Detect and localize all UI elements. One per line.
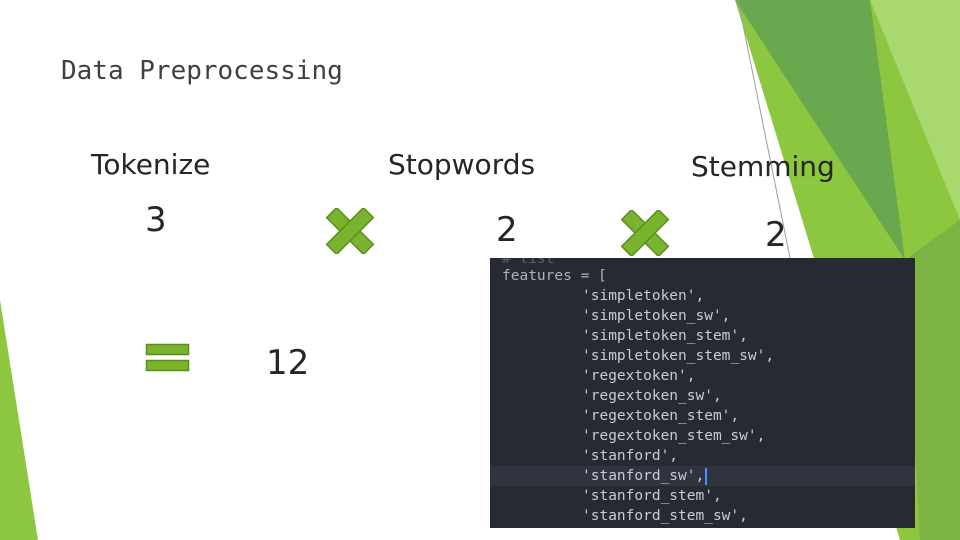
code-line: 'simpletoken_sw', <box>490 306 915 326</box>
code-line: 'stanford', <box>490 446 915 466</box>
code-line: 'simpletoken_stem_sw', <box>490 346 915 366</box>
feature-string: 'regextoken', <box>582 368 696 384</box>
text-cursor <box>705 467 708 485</box>
features-assignment: features = [ <box>502 268 607 284</box>
feature-string: 'stanford_stem', <box>582 488 722 504</box>
right-facet-lower <box>905 220 960 540</box>
multiply-icon <box>325 208 375 254</box>
code-line: 'stanford_stem', <box>490 486 915 506</box>
stopwords-count: 2 <box>496 210 518 250</box>
code-line: 'simpletoken_stem', <box>490 326 915 346</box>
feature-string: 'simpletoken_stem_sw', <box>582 348 775 364</box>
tokenize-count: 3 <box>145 200 167 240</box>
code-line: 'regextoken', <box>490 366 915 386</box>
feature-string: 'simpletoken_sw', <box>582 308 731 324</box>
feature-string: 'stanford_stem_sw', <box>582 508 748 524</box>
result-count: 12 <box>266 343 310 383</box>
stopwords-label: Stopwords <box>388 148 536 181</box>
facet-edge-line <box>737 0 791 259</box>
feature-string: 'regextoken_stem', <box>582 408 740 424</box>
multiply-icon <box>620 210 670 256</box>
feature-string: 'stanford_sw', <box>582 468 705 484</box>
code-line: 'stanford_stem_sw', <box>490 506 915 526</box>
slide-title: Data Preprocessing <box>61 56 343 86</box>
code-line: 'simpletoken', <box>490 286 915 306</box>
feature-string: 'simpletoken_stem', <box>582 328 748 344</box>
code-line: 'regextoken_stem_sw', <box>490 426 915 446</box>
stemming-label: Stemming <box>691 150 835 183</box>
code-line: 'regextoken_sw', <box>490 386 915 406</box>
feature-string: 'regextoken_stem_sw', <box>582 428 766 444</box>
code-snippet: # list features = [ 'simpletoken', 'simpl… <box>490 258 915 528</box>
code-header-line: features = [ <box>502 266 915 286</box>
right-facet-light <box>870 0 960 220</box>
feature-string: 'regextoken_sw', <box>582 388 722 404</box>
left-facet <box>0 300 38 540</box>
ghost-comment: # list <box>502 258 555 267</box>
code-line: 'regextoken_stem', <box>490 406 915 426</box>
code-line: 'stanford_sw', <box>490 466 915 486</box>
ghost-line: # list <box>502 258 915 269</box>
equals-icon <box>145 343 190 372</box>
feature-string: 'stanford', <box>582 448 679 464</box>
stemming-count: 2 <box>765 215 787 255</box>
feature-string: 'simpletoken', <box>582 288 705 304</box>
tokenize-label: Tokenize <box>91 148 211 181</box>
right-facet-dark <box>735 0 905 260</box>
